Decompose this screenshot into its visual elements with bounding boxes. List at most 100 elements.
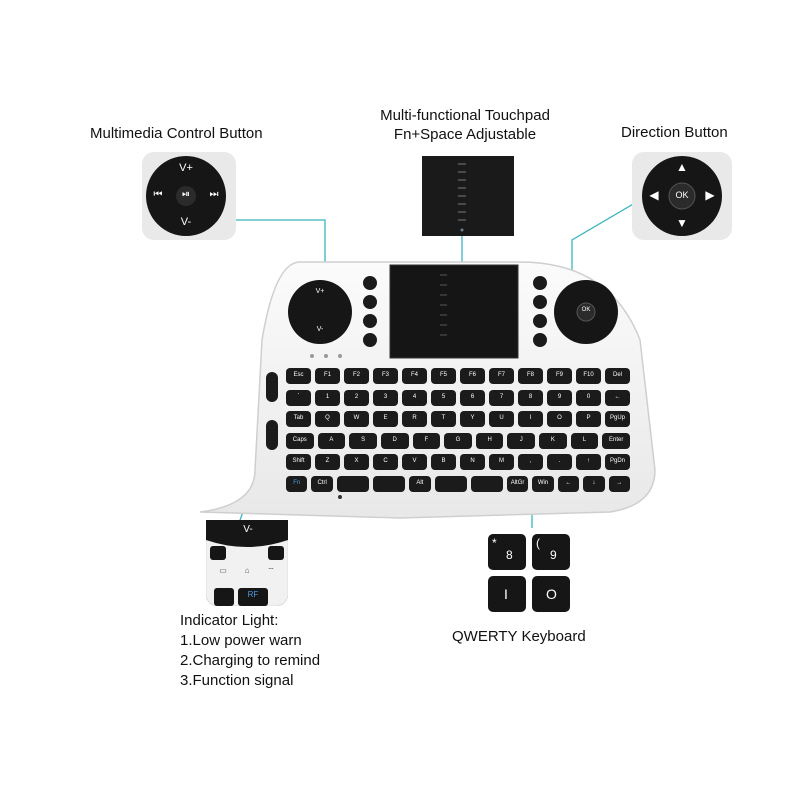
side-key: [363, 314, 377, 328]
keyboard-key[interactable]: F1: [315, 368, 340, 384]
keyboard-key[interactable]: [336, 475, 369, 492]
keyboard-key[interactable]: 6: [460, 389, 485, 406]
keyboard-key[interactable]: B: [431, 454, 456, 470]
keyboard-key[interactable]: 4: [402, 389, 427, 406]
keyboard-key[interactable]: O: [547, 411, 572, 427]
keyboard-key[interactable]: Enter: [602, 432, 630, 449]
media-pad-zoom: [142, 152, 236, 240]
keyboard-key[interactable]: Tab: [286, 411, 311, 427]
keyboard-key[interactable]: Win: [532, 475, 554, 492]
zoom-key-bottom: I: [504, 586, 508, 602]
keyboard-key[interactable]: ←: [557, 475, 580, 492]
keyboard-key[interactable]: 3: [373, 389, 398, 406]
keyboard-key[interactable]: F10: [576, 368, 601, 384]
keyboard-key[interactable]: F6: [460, 368, 485, 384]
zoom-key-top: *: [492, 536, 497, 550]
keyboard-key[interactable]: Caps: [286, 432, 314, 449]
keyboard-key[interactable]: F7: [489, 368, 514, 384]
keyboard-key[interactable]: →: [608, 475, 630, 492]
keyboard-key[interactable]: Esc: [286, 368, 311, 384]
keyboard-key[interactable]: 5: [431, 389, 456, 406]
keyboard-key[interactable]: F9: [547, 368, 572, 384]
keyboard-key[interactable]: D: [380, 432, 409, 449]
keyboard-key[interactable]: 8: [518, 389, 543, 406]
keyboard-key[interactable]: F4: [402, 368, 427, 384]
indicator-item: 1.Low power warn: [180, 632, 302, 649]
keyboard-key[interactable]: U: [489, 411, 514, 427]
label-indicator: Indicator Light: 1.Low power warn 2.Char…: [180, 611, 320, 691]
keyboard-key[interactable]: PgUp: [605, 411, 630, 427]
keyboard-key[interactable]: 9: [547, 389, 572, 406]
keyboard-key[interactable]: `: [286, 389, 311, 406]
volume-up-text: V+: [179, 162, 193, 174]
keyboard-key[interactable]: ↑: [576, 454, 601, 470]
keyboard-key[interactable]: Fn: [286, 475, 308, 492]
keyboard-key[interactable]: 0: [576, 389, 601, 406]
keyboard-key[interactable]: H: [475, 432, 504, 449]
arrow-down-icon: ▼: [676, 216, 688, 230]
led: [324, 354, 328, 358]
keyboard-key[interactable]: Del: [605, 368, 630, 384]
label-touchpad-line1: Multi-functional Touchpad: [380, 107, 550, 124]
keyboard-key[interactable]: T: [431, 411, 456, 427]
keyboard-key[interactable]: E: [373, 411, 398, 427]
keyboard-key[interactable]: 7: [489, 389, 514, 406]
keyboard-key[interactable]: 1: [315, 389, 340, 406]
touchpad: [389, 264, 519, 359]
keyboard-key[interactable]: L: [570, 432, 599, 449]
keyboard-key[interactable]: A: [317, 432, 346, 449]
keyboard-key[interactable]: F8: [518, 368, 543, 384]
zoom-key-bottom: O: [546, 586, 557, 602]
keyboard-key[interactable]: ↓: [583, 475, 605, 492]
keyboard-key[interactable]: ,: [518, 454, 543, 470]
play-pause-icon: ⏯: [182, 189, 190, 200]
keyboard-key[interactable]: I: [518, 411, 543, 427]
keyboard-key[interactable]: N: [460, 454, 485, 470]
keyboard-key[interactable]: K: [539, 432, 567, 449]
keyboard-key[interactable]: J: [507, 432, 536, 449]
keyboard-key[interactable]: R: [402, 411, 427, 427]
zoom-key: O: [532, 576, 570, 612]
keyboard-key[interactable]: F3: [373, 368, 398, 384]
keyboard-key[interactable]: S: [349, 432, 377, 449]
keyboard-key[interactable]: PgDn: [605, 454, 630, 470]
keyboard-key[interactable]: P: [576, 411, 601, 427]
callout-direction: OK ▲ ▼ ◀ ▶: [632, 152, 732, 240]
keyboard-key[interactable]: .: [547, 454, 572, 470]
label-direction: Direction Button: [621, 124, 728, 141]
keyboard-key[interactable]: Y: [460, 411, 485, 427]
side-key: [533, 314, 547, 328]
callout-qwerty: * 8 ( 9 I O: [484, 530, 574, 616]
keyboard-key[interactable]: W: [344, 411, 369, 427]
keyboard-key[interactable]: F5: [431, 368, 456, 384]
led: [338, 354, 342, 358]
keyboard-key[interactable]: G: [444, 432, 472, 449]
side-key: [533, 276, 547, 290]
keyboard-key[interactable]: Shift: [286, 454, 311, 470]
ok-button-text: OK: [675, 190, 689, 200]
keyboard-key[interactable]: AltGr: [506, 475, 529, 492]
side-key: [363, 276, 377, 290]
keyboard-key[interactable]: C: [373, 454, 398, 470]
keyboard-key[interactable]: [373, 475, 406, 492]
charging-led-icon: ⌂: [244, 566, 250, 575]
keyboard-key[interactable]: X: [344, 454, 369, 470]
side-key: [533, 295, 547, 309]
keyboard-key[interactable]: V: [402, 454, 427, 470]
label-multimedia: Multimedia Control Button: [90, 125, 263, 142]
keyboard-key[interactable]: 2: [344, 389, 369, 406]
direction-pad-zoom: [632, 152, 732, 240]
signal-led-icon: ⌔: [267, 566, 275, 575]
label-touchpad: Multi-functional Touchpad Fn+Space Adjus…: [355, 106, 575, 144]
keyboard-key[interactable]: Ctrl: [311, 475, 333, 492]
keyboard-key[interactable]: Alt: [409, 475, 431, 492]
keyboard-key[interactable]: F: [412, 432, 441, 449]
keyboard-key[interactable]: F2: [344, 368, 369, 384]
keyboard-key[interactable]: M: [489, 454, 514, 470]
keyboard-key[interactable]: Z: [315, 454, 340, 470]
keyboard-key[interactable]: [470, 475, 503, 492]
indicator-title: Indicator Light:: [180, 612, 279, 629]
keyboard-key[interactable]: [434, 475, 467, 492]
keyboard-key[interactable]: ←: [605, 389, 630, 406]
keyboard-key[interactable]: Q: [315, 411, 340, 427]
